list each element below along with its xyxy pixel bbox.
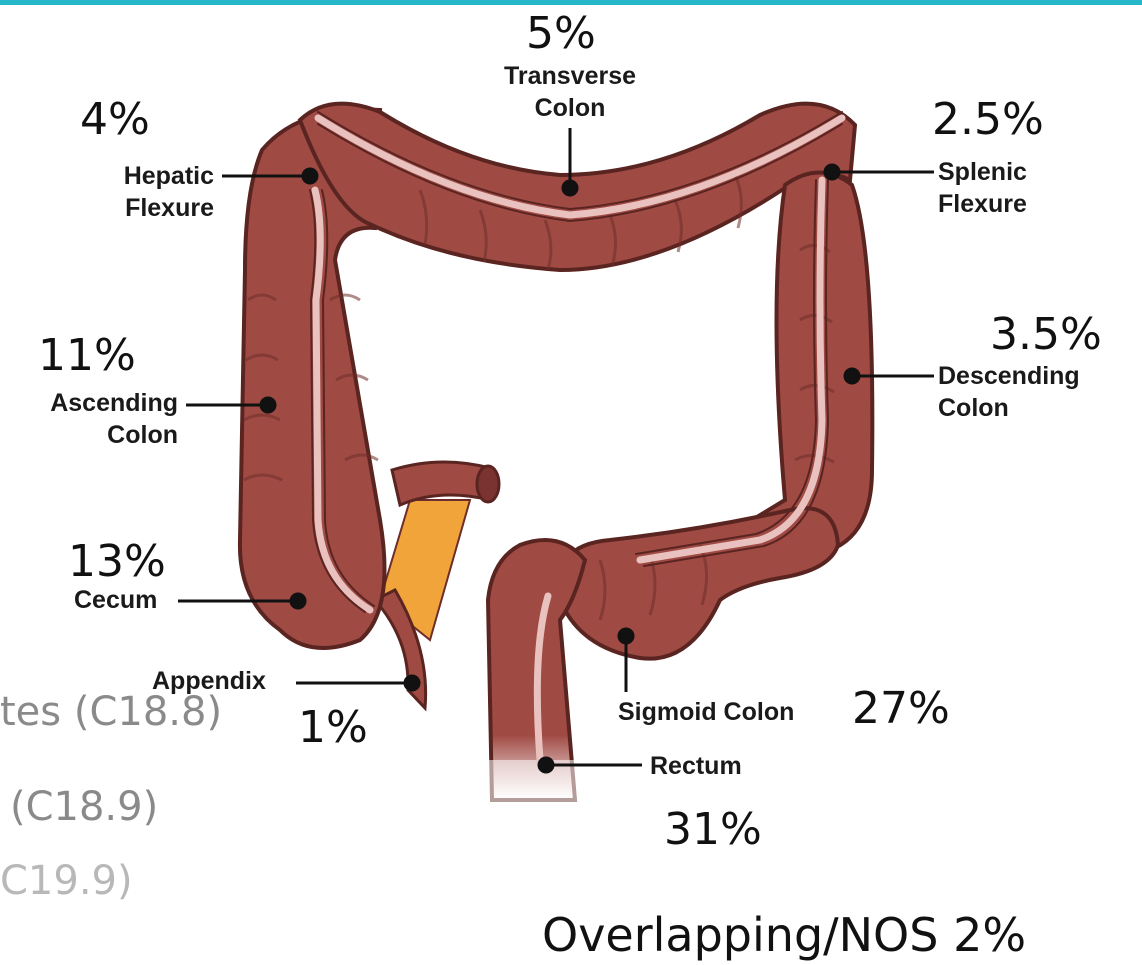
overlapping-nos-text: Overlapping/NOS 2% xyxy=(542,912,1026,958)
label-rectum: Rectum xyxy=(650,750,742,782)
pct-transverse: 5% xyxy=(526,12,596,56)
pct-cecum: 13% xyxy=(68,540,166,584)
pct-rectum: 31% xyxy=(664,808,762,852)
pct-sigmoid: 27% xyxy=(852,687,950,731)
label-cecum: Cecum xyxy=(74,584,157,616)
label-sigmoid: Sigmoid Colon xyxy=(618,696,794,728)
pct-hepatic: 4% xyxy=(80,98,150,142)
pct-appendix: 1% xyxy=(298,706,368,750)
label-appendix: Appendix xyxy=(152,665,266,697)
pct-ascending: 11% xyxy=(38,334,136,378)
ileum xyxy=(392,462,490,505)
pct-descending: 3.5% xyxy=(990,313,1102,357)
pct-splenic: 2.5% xyxy=(932,98,1044,142)
